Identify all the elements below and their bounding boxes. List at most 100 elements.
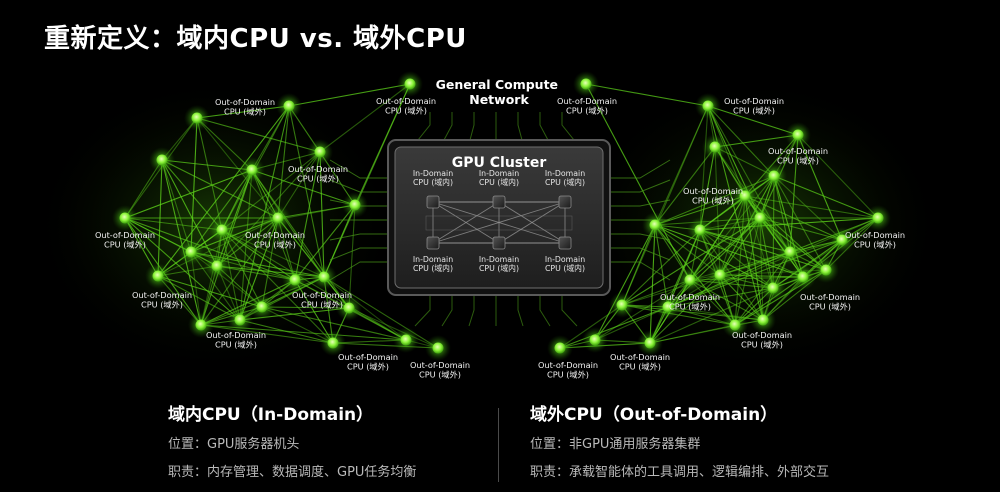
network-edge — [772, 239, 843, 289]
network-edge — [699, 217, 879, 231]
network-node — [276, 93, 302, 119]
network-edge — [200, 217, 279, 326]
network-edge — [288, 83, 411, 107]
network-edge — [323, 276, 439, 349]
network-edge — [216, 151, 321, 267]
network-node — [342, 192, 368, 218]
circuit-trace — [610, 233, 671, 241]
network-node — [145, 263, 171, 289]
circuit-trace — [539, 295, 551, 327]
comparison-section: 域内CPU（In-Domain） 位置：GPU服务器机头 职责：内存管理、数据调… — [0, 400, 1000, 492]
network-edge — [719, 175, 775, 276]
network-label: General Compute Network — [436, 77, 563, 107]
network-edge — [594, 279, 691, 341]
network-edge — [734, 195, 746, 326]
network-edge — [797, 134, 843, 241]
network-edge — [323, 204, 356, 278]
network-node — [702, 134, 728, 160]
circuit-trace — [441, 295, 453, 327]
network-edge — [714, 134, 799, 148]
network-edge — [699, 146, 716, 231]
network-node — [707, 262, 733, 288]
network-node — [747, 205, 773, 231]
network-edge — [323, 276, 407, 341]
page-title: 重新定义：域内CPU vs. 域外CPU — [44, 24, 467, 54]
network-edge — [654, 224, 721, 276]
network-edge — [161, 159, 279, 219]
network-edge — [797, 134, 879, 219]
network-edge — [261, 306, 407, 341]
network-node — [227, 307, 253, 333]
network-edge — [251, 169, 356, 206]
network-node — [112, 205, 138, 231]
circuit-trace — [610, 199, 671, 207]
network-node — [425, 335, 451, 361]
network-edge — [239, 319, 334, 344]
network-edge — [124, 217, 223, 231]
network-node — [249, 294, 275, 320]
network-node — [573, 71, 599, 97]
network-edge — [621, 304, 736, 326]
network-node — [687, 217, 713, 243]
network-node — [677, 267, 703, 293]
network-node — [209, 217, 235, 243]
network-node — [829, 227, 855, 253]
network-node — [188, 312, 214, 338]
network-edge — [261, 306, 350, 309]
network-edge — [221, 229, 296, 281]
circuit-trace — [414, 295, 431, 327]
out-domain-position: 位置：非GPU通用服务器集群 — [530, 437, 701, 452]
circuit-trace — [329, 247, 388, 261]
network-edge — [354, 83, 411, 206]
network-edge — [261, 306, 334, 344]
network-node — [785, 122, 811, 148]
network-node — [336, 295, 362, 321]
network-node — [282, 267, 308, 293]
circuit-trace — [610, 247, 671, 261]
network-edge — [559, 306, 669, 349]
network-node — [813, 257, 839, 283]
network-edge — [654, 146, 716, 226]
network-node — [184, 105, 210, 131]
network-edge — [332, 342, 439, 349]
network-edge — [667, 217, 761, 308]
network-edge — [216, 265, 296, 281]
network-edge — [161, 159, 192, 253]
chip-link — [498, 201, 566, 244]
network-edge — [689, 279, 774, 289]
network-node — [790, 264, 816, 290]
network-edge — [654, 224, 669, 308]
network-edge — [294, 204, 356, 281]
network-edge — [744, 195, 879, 219]
network-edge — [348, 204, 356, 309]
network-edge — [200, 324, 334, 344]
gpu-cluster-title: GPU Cluster — [452, 155, 547, 171]
network-node — [760, 275, 786, 301]
network-edge — [294, 151, 321, 281]
network-edge — [196, 105, 290, 119]
network-edge — [261, 217, 279, 308]
in-domain-cpu-chip — [558, 236, 572, 250]
network-edge — [621, 224, 656, 306]
network-edge — [319, 151, 325, 278]
network-node — [239, 157, 265, 183]
circuit-trace — [329, 261, 388, 281]
network-edge — [649, 274, 721, 344]
network-edge — [585, 83, 709, 107]
network-edge — [221, 229, 334, 344]
network-node — [695, 93, 721, 119]
in-domain-block: 域内CPU（In-Domain） 位置：GPU服务器机头 职责：内存管理、数据调… — [168, 400, 416, 489]
network-edge — [277, 105, 290, 219]
network-edge — [200, 169, 253, 326]
